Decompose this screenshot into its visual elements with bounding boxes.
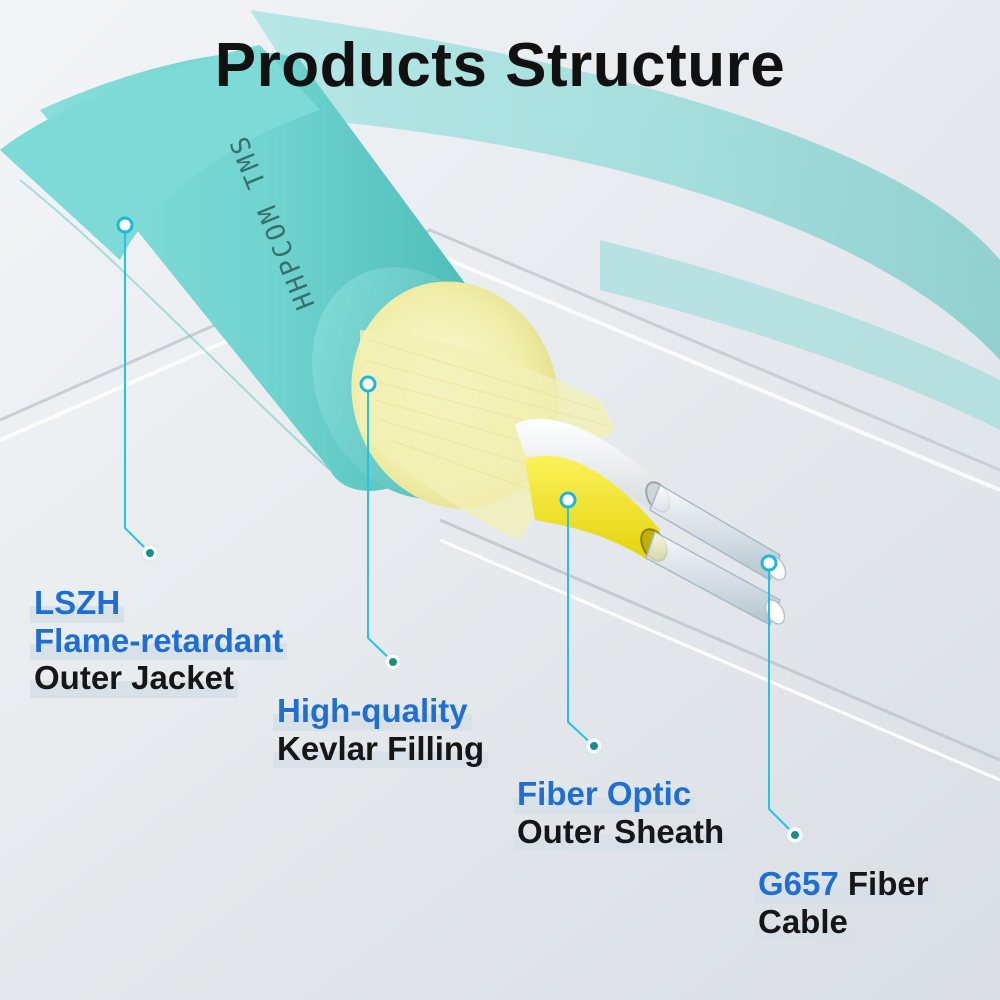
callout-line-sheath	[567, 500, 595, 747]
callout-point-sheath	[559, 491, 577, 509]
label-kevlar-line-2: Kevlar Filling	[273, 730, 489, 769]
label-kevlar-filling: High-quality Kevlar Filling	[273, 693, 489, 769]
callout-lines	[124, 225, 796, 836]
label-sheath-line-1: Fiber Optic	[513, 776, 696, 814]
page-title: Products Structure	[214, 31, 786, 100]
label-g657-line-2: Cable	[754, 903, 852, 942]
label-g657-fiber-cable: G657 Fiber Cable	[754, 866, 933, 942]
callout-point-g657	[760, 554, 778, 572]
callout-line-jacket	[124, 225, 151, 554]
label-g657-code: G657	[758, 865, 839, 902]
label-kevlar-line-1: High-quality	[273, 693, 472, 731]
label-outer-sheath: Fiber Optic Outer Sheath	[513, 776, 729, 852]
label-jacket-line-2: Flame-retardant	[30, 622, 288, 661]
callout-line-g657	[768, 563, 796, 836]
label-jacket-line-3: Outer Jacket	[30, 660, 238, 698]
label-g657-word: Fiber	[838, 865, 929, 902]
label-outer-jacket: LSZH Flame-retardant Outer Jacket	[30, 585, 288, 698]
callout-line-kevlar	[367, 384, 394, 663]
callout-point-jacket	[116, 216, 134, 234]
label-g657-line-1: G657 Fiber	[754, 866, 933, 904]
label-sheath-line-2: Outer Sheath	[513, 813, 729, 852]
label-jacket-line-1: LSZH	[30, 585, 125, 623]
callout-point-kevlar	[359, 375, 377, 393]
